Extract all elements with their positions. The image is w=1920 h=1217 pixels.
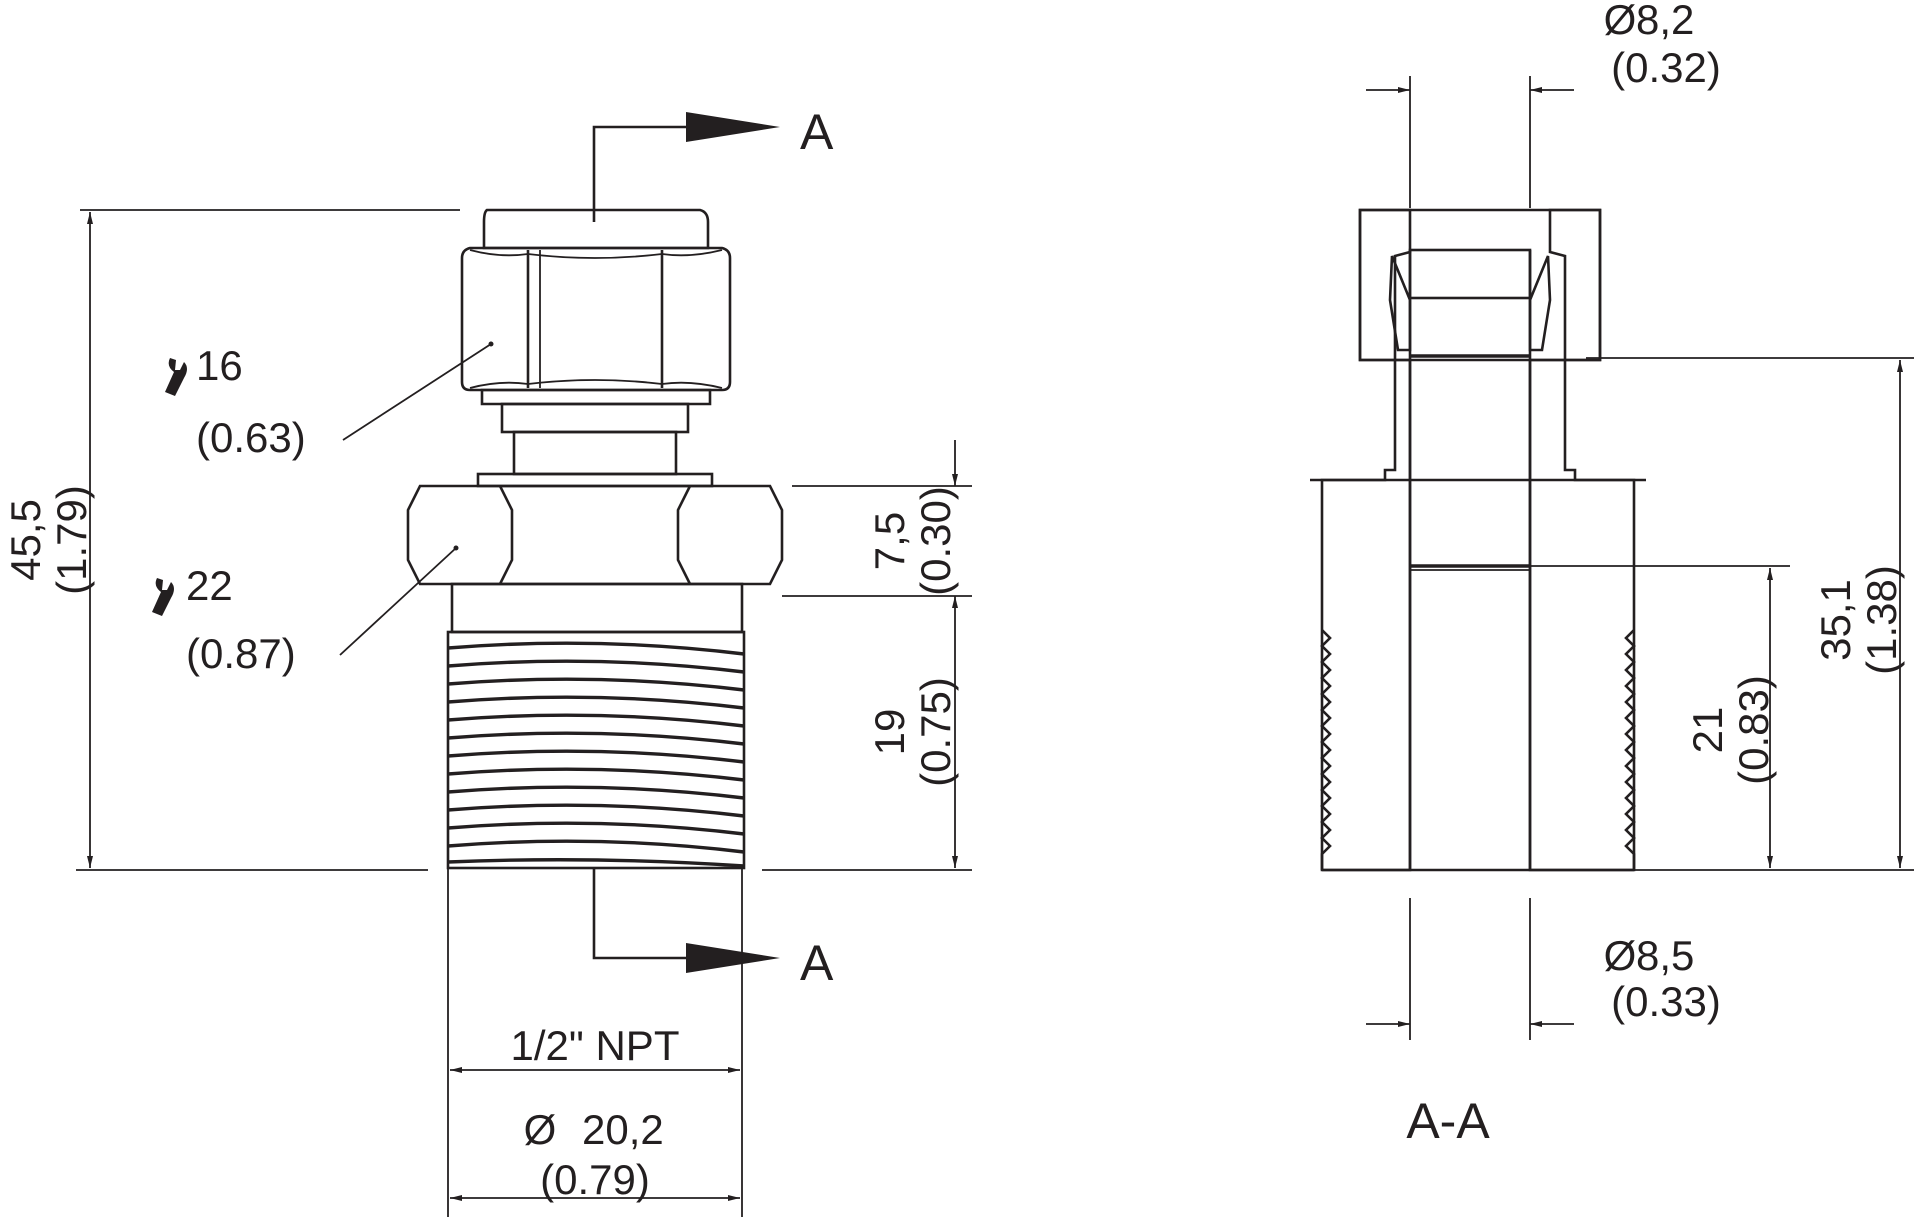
wrench-size-16: 16 (0.63) xyxy=(165,342,492,461)
wrench-16-mm: 16 xyxy=(196,342,243,389)
diameter-symbol: Ø xyxy=(1604,0,1637,43)
hex-height-mm: 7,5 xyxy=(866,512,913,570)
wrench-icon xyxy=(165,358,187,396)
wrench-size-22: 22 (0.87) xyxy=(152,547,457,677)
thread-length-inch: (0.75) xyxy=(912,677,959,787)
dimension-bore-depth: 21 (0.83) xyxy=(1530,565,1790,868)
wrench-icon xyxy=(152,578,174,616)
section-mark-bottom: A xyxy=(800,935,834,991)
section-view xyxy=(1310,208,1646,872)
bore-diameter-inch: (0.33) xyxy=(1611,978,1721,1025)
thread-length-mm: 19 xyxy=(866,709,913,756)
section-mark-top: A xyxy=(800,104,834,160)
wrench-22-inch: (0.87) xyxy=(186,630,296,677)
dimension-bore-diameter: Ø 8,5 (0.33) xyxy=(1366,898,1721,1040)
tube-od-mm: 8,2 xyxy=(1636,0,1694,43)
overall-height-mm: 45,5 xyxy=(2,499,49,581)
dimension-thread-length: 19 (0.75) xyxy=(762,677,972,871)
hex-height-inch: (0.30) xyxy=(912,486,959,596)
section-line-bottom: A xyxy=(592,868,834,991)
tube-od-inch: (0.32) xyxy=(1611,44,1721,91)
dimension-hex-height: 7,5 (0.30) xyxy=(782,440,972,868)
dimension-overall-height: 45,5 (1.79) xyxy=(2,209,460,871)
section-line-top: A xyxy=(592,104,834,222)
section-height-mm: 35,1 xyxy=(1812,579,1859,661)
dimension-tube-od: Ø 8,2 (0.32) xyxy=(1366,0,1721,208)
thread-diameter-inch: (0.79) xyxy=(540,1156,650,1203)
bore-depth-mm: 21 xyxy=(1684,707,1731,754)
front-view xyxy=(406,208,784,870)
wrench-22-mm: 22 xyxy=(186,562,233,609)
view-title: A-A xyxy=(1406,1093,1490,1149)
dimension-section-height: 35,1 (1.38) xyxy=(1586,357,1914,871)
bore-diameter-mm: 8,5 xyxy=(1636,932,1694,979)
section-height-inch: (1.38) xyxy=(1858,565,1905,675)
diameter-symbol: Ø xyxy=(1604,932,1637,979)
thread-diameter-mm: 20,2 xyxy=(582,1106,664,1153)
bore-depth-inch: (0.83) xyxy=(1730,675,1777,785)
thread-section xyxy=(446,630,746,870)
diameter-symbol: Ø xyxy=(524,1106,557,1153)
dimension-thread-diameter: 1/2" NPT 20,2 Ø (0.79) xyxy=(447,868,743,1217)
overall-height-inch: (1.79) xyxy=(48,485,95,595)
thread-spec: 1/2" NPT xyxy=(511,1022,680,1069)
wrench-16-inch: (0.63) xyxy=(196,414,306,461)
